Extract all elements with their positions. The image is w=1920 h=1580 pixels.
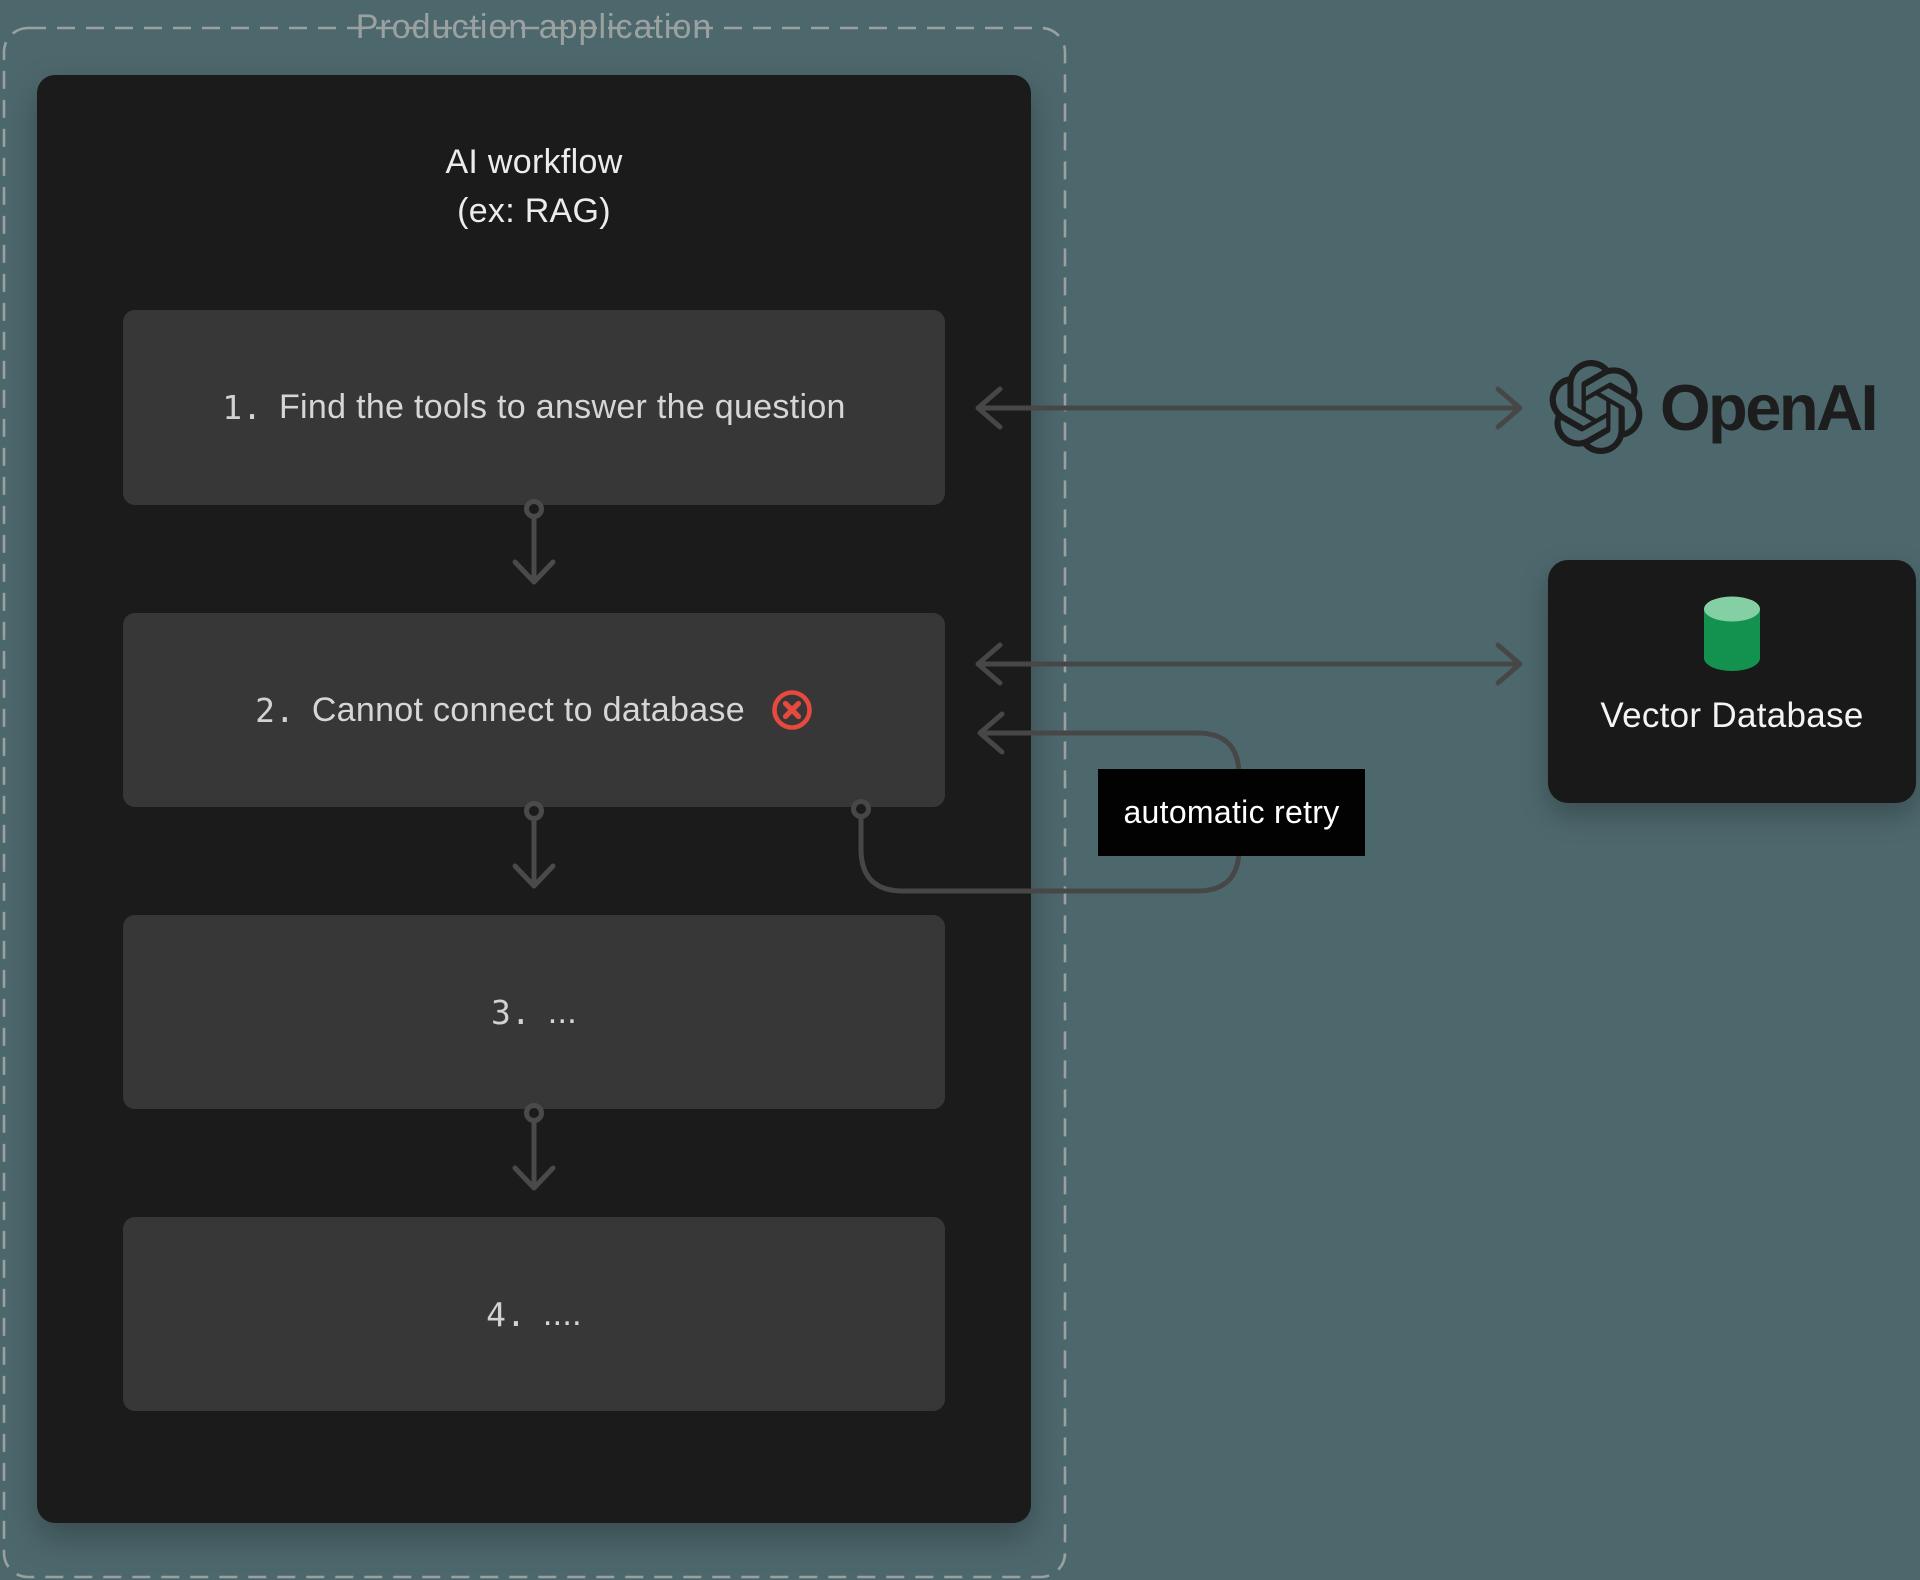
- step-3-label: ...: [547, 992, 577, 1031]
- step-1-box: 1. Find the tools to answer the question: [123, 310, 945, 505]
- openai-service: OpenAI: [1549, 352, 1879, 462]
- step-3-number: 3.: [491, 992, 531, 1032]
- step-1-label: Find the tools to answer the question: [278, 388, 846, 426]
- step-4-number: 4.: [486, 1294, 526, 1334]
- production-application-label: Production application: [327, 6, 741, 48]
- step-1-number: 1.: [222, 388, 262, 427]
- workflow-title-line2: (ex: RAG): [457, 192, 611, 230]
- step-4-box: 4. ....: [123, 1217, 945, 1411]
- automatic-retry-label: automatic retry: [1098, 769, 1365, 856]
- arrow-step2-vectordb-icon: [975, 642, 1523, 686]
- step-2-box: 2. Cannot connect to database: [123, 613, 945, 807]
- arrow-step1-openai-icon: [975, 386, 1523, 430]
- workflow-title: AI workflow (ex: RAG): [123, 138, 945, 236]
- database-cylinder-icon: [1703, 596, 1761, 672]
- step-2-number: 2.: [255, 690, 295, 730]
- openai-wordmark: OpenAI: [1660, 370, 1879, 444]
- error-icon: [771, 689, 813, 731]
- openai-logo-icon: [1549, 360, 1643, 454]
- production-application-label-row: Production application: [0, 6, 1068, 48]
- step-3-box: 3. ...: [123, 915, 945, 1109]
- vector-database-box: Vector Database: [1548, 560, 1916, 803]
- vector-database-label: Vector Database: [1600, 696, 1864, 735]
- step-4-label: ....: [542, 1294, 582, 1333]
- workflow-title-line1: AI workflow: [445, 143, 623, 181]
- step-2-label: Cannot connect to database: [311, 690, 745, 729]
